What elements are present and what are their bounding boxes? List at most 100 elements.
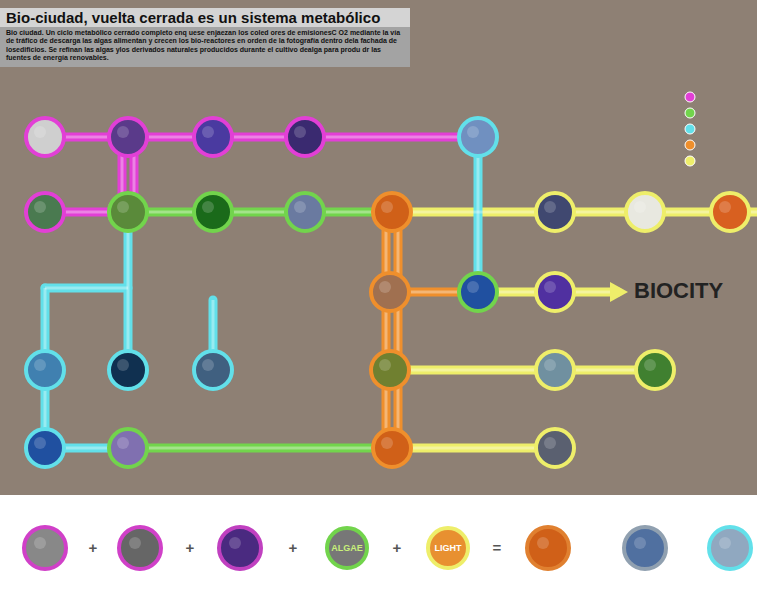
pipe-highlight — [45, 287, 128, 290]
process-circle — [373, 193, 411, 231]
process-circle — [371, 273, 409, 311]
circle-highlight — [467, 126, 479, 138]
process-circle — [536, 351, 574, 389]
circle-highlight — [34, 126, 46, 138]
circle-highlight — [381, 201, 393, 213]
process-circle — [109, 429, 147, 467]
operator-sign: = — [493, 539, 502, 556]
process-circle — [626, 193, 664, 231]
formula-circle: ALGAE — [324, 525, 370, 571]
process-circle — [109, 118, 147, 156]
formula-circle: LIGHT — [425, 525, 471, 571]
circle-highlight — [129, 537, 141, 549]
circle-highlight — [34, 201, 46, 213]
pipe-highlight — [477, 137, 480, 292]
pipe — [128, 208, 392, 217]
circle-highlight — [634, 201, 646, 213]
circle-highlight — [544, 437, 556, 449]
process-circle — [26, 118, 64, 156]
process-circle — [536, 193, 574, 231]
circle-highlight — [202, 359, 214, 371]
pipe — [390, 366, 655, 375]
circle-highlight — [467, 281, 479, 293]
process-circle — [636, 351, 674, 389]
circle-highlight — [544, 201, 556, 213]
pipe-highlight — [128, 211, 392, 214]
pipe-highlight — [127, 212, 130, 370]
process-circle — [26, 193, 64, 231]
process-circle — [459, 273, 497, 311]
process-circle — [711, 193, 749, 231]
title-panel: Bio-ciudad, vuelta cerrada es un sistema… — [0, 8, 410, 67]
circle-highlight — [294, 201, 306, 213]
circle-highlight — [117, 437, 129, 449]
process-circle — [26, 351, 64, 389]
legend-dot — [685, 124, 695, 134]
circle-highlight — [379, 281, 391, 293]
legend-dot — [685, 156, 695, 166]
circle-highlight — [202, 201, 214, 213]
title: Bio-ciudad, vuelta cerrada es un sistema… — [0, 8, 410, 27]
node-label: ALGAE — [331, 543, 363, 553]
pipe — [474, 137, 483, 292]
pipe — [382, 212, 391, 448]
circle-highlight — [34, 359, 46, 371]
process-circle — [536, 273, 574, 311]
panel-ground — [0, 0, 757, 495]
process-circle — [109, 193, 147, 231]
pipe-highlight — [392, 447, 555, 450]
process-circle — [709, 527, 751, 569]
process-circle — [527, 527, 569, 569]
legend-dot — [685, 140, 695, 150]
pipe — [392, 444, 555, 453]
process-circle — [286, 118, 324, 156]
process-circle — [459, 118, 497, 156]
circle-highlight — [294, 126, 306, 138]
caption: Bio ciudad. Un ciclo metabólico cerrado … — [0, 27, 410, 63]
pipe-highlight — [128, 447, 392, 450]
process-circle — [109, 351, 147, 389]
process-circle — [536, 429, 574, 467]
circle-highlight — [381, 437, 393, 449]
operator-sign: + — [393, 539, 402, 556]
pipe — [45, 284, 128, 293]
operator-sign: + — [289, 539, 298, 556]
pipe-lines — [45, 137, 757, 448]
circle-highlight — [644, 359, 656, 371]
pipe-highlight — [390, 369, 655, 372]
circle-highlight — [537, 537, 549, 549]
circle-highlight — [202, 126, 214, 138]
circle-highlight — [34, 437, 46, 449]
process-circle — [26, 429, 64, 467]
process-circle — [24, 527, 66, 569]
process-circle — [219, 527, 261, 569]
circle-highlight — [34, 537, 46, 549]
legend-dot — [685, 92, 695, 102]
pipe-highlight — [385, 212, 388, 448]
process-circle — [194, 193, 232, 231]
circle-highlight — [379, 359, 391, 371]
operator-sign: + — [89, 539, 98, 556]
process-circle — [624, 527, 666, 569]
circle-highlight — [544, 359, 556, 371]
circle-highlight — [117, 359, 129, 371]
circle-highlight — [117, 201, 129, 213]
logo-text: BIOCITY — [634, 278, 723, 304]
process-circle — [286, 193, 324, 231]
circle-highlight — [229, 537, 241, 549]
legend-dot — [685, 108, 695, 118]
process-circle — [194, 351, 232, 389]
process-circle — [194, 118, 232, 156]
arrow-head — [610, 282, 628, 302]
pipe-highlight — [397, 212, 400, 448]
circle-highlight — [634, 537, 646, 549]
operator-sign: + — [186, 539, 195, 556]
pipe — [128, 444, 392, 453]
circle-highlight — [719, 201, 731, 213]
process-circle — [371, 351, 409, 389]
process-circle — [373, 429, 411, 467]
circle-highlight — [117, 126, 129, 138]
process-circle — [119, 527, 161, 569]
circle-highlight — [544, 281, 556, 293]
